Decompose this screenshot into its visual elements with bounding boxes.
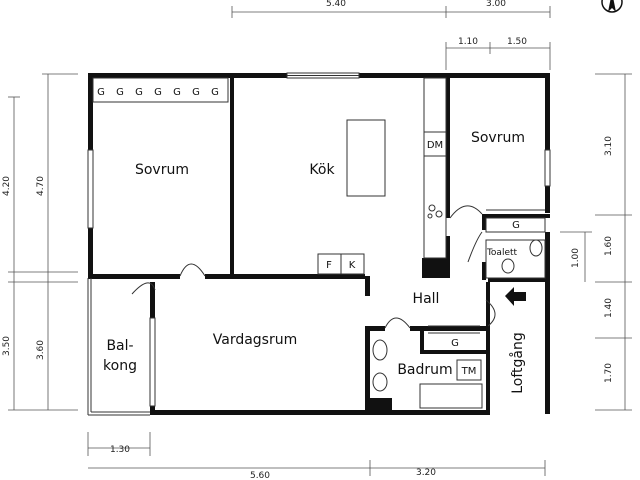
entry-arrow-icon <box>505 287 526 306</box>
dim-top-540: 5.40 <box>326 0 346 9</box>
dim-top-150: 1.50 <box>507 37 527 47</box>
dim-left-420: 4.20 <box>2 176 12 196</box>
hall-closet <box>428 325 480 334</box>
wardrobe-label: G <box>116 87 124 98</box>
balcony-outline <box>87 278 150 416</box>
dim-right-160: 1.60 <box>604 236 614 256</box>
room-kok: Kök <box>309 162 335 178</box>
freezer-label: K <box>349 260 356 271</box>
dim-bottom-130: 1.30 <box>110 445 130 455</box>
wardrobe-left-labels: G G G G G G G <box>97 87 219 98</box>
kitchen-fixtures <box>317 77 447 275</box>
compass-icon <box>601 0 623 13</box>
hall-closet-label: G <box>451 338 459 349</box>
bathroom-fixtures <box>372 339 483 409</box>
dim-right-140: 1.40 <box>604 298 614 318</box>
wardrobe-right-label: G <box>512 220 520 231</box>
washer-label: TM <box>461 366 477 377</box>
room-sovrum-left: Sovrum <box>135 162 189 178</box>
dim-right-170: 1.70 <box>604 363 614 383</box>
dim-left-470: 4.70 <box>36 176 46 196</box>
door-swings <box>131 205 496 329</box>
room-balkong-line1: Bal- <box>106 338 133 354</box>
room-sovrum-right: Sovrum <box>471 130 525 146</box>
dim-top-300: 3.00 <box>486 0 506 9</box>
toilet-label: Toalett <box>486 248 518 258</box>
room-hall: Hall <box>413 291 440 307</box>
wardrobe-label: G <box>173 87 181 98</box>
dishwasher-label: DM <box>427 140 443 151</box>
dim-top-110: 1.10 <box>458 37 478 47</box>
wardrobe-label: G <box>211 87 219 98</box>
room-vardagsrum: Vardagsrum <box>213 332 298 348</box>
room-loftgang: Loftgång <box>509 332 526 394</box>
windows <box>87 72 551 407</box>
wardrobe-left <box>92 77 229 103</box>
dimension-lines <box>8 6 632 476</box>
wardrobe-label: G <box>97 87 105 98</box>
wardrobe-label: G <box>135 87 143 98</box>
fridge-label: F <box>326 260 332 271</box>
dim-bottom-320: 3.20 <box>416 468 436 478</box>
wardrobe-label: G <box>192 87 200 98</box>
dim-bottom-560: 5.60 <box>250 471 270 480</box>
room-balkong-line2: kong <box>103 358 137 374</box>
dim-left-360: 3.60 <box>36 340 46 360</box>
room-badrum: Badrum <box>397 362 452 378</box>
dim-left-350: 3.50 <box>2 336 12 356</box>
dim-right-310: 3.10 <box>604 136 614 156</box>
wardrobe-right <box>485 209 546 233</box>
wardrobe-label: G <box>154 87 162 98</box>
dim-right-100: 1.00 <box>571 248 581 268</box>
toilet-fixtures <box>485 239 546 279</box>
